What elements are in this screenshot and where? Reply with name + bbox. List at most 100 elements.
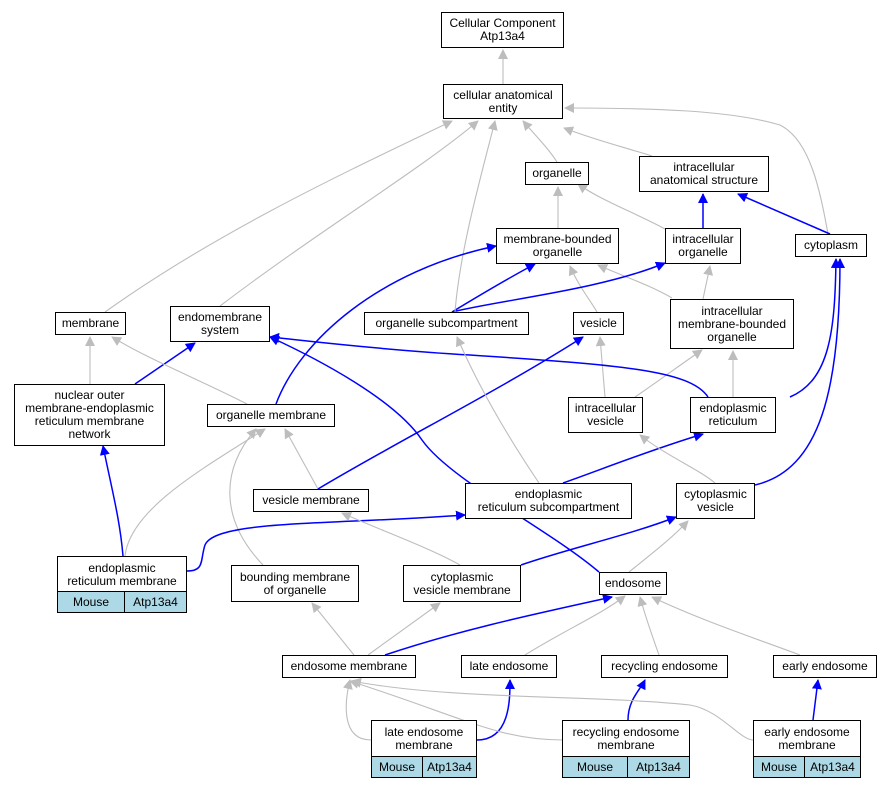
is-a-edge [634, 349, 703, 398]
node-label: organelle membrane [215, 408, 327, 422]
is-a-edge [342, 679, 372, 741]
node-cellular-component-root[interactable]: Cellular Component Atp13a4 [441, 12, 564, 48]
part-of-edge [186, 510, 466, 572]
part-of-edge [451, 261, 666, 313]
node-organelle[interactable]: organelle [525, 162, 589, 185]
node-label: cytoplasmic vesicle [684, 487, 747, 514]
part-of-edge [754, 258, 845, 486]
node-label: recycling endosome [611, 659, 718, 673]
part-of-edge [134, 342, 196, 385]
annotation-row: Mouse Atp13a4 [754, 756, 860, 777]
species-cell[interactable]: Mouse [58, 592, 125, 612]
node-label: intracellular organelle [672, 232, 734, 259]
part-of-edge [275, 242, 497, 405]
is-a-edge [563, 126, 653, 157]
is-a-edge [651, 596, 801, 656]
node-title: late endosome membrane [372, 721, 476, 757]
node-cytoplasm[interactable]: cytoplasm [795, 234, 867, 257]
part-of-edge [269, 336, 600, 573]
annotated-node-recycling-endosome-membrane[interactable]: recycling endosome membrane Mouse Atp13a… [562, 720, 690, 778]
node-cytoplasmic-vesicle[interactable]: cytoplasmic vesicle [676, 483, 755, 519]
is-a-edge [637, 596, 660, 656]
node-endoplasmic-reticulum-subcompartment[interactable]: endoplasmic reticulum subcompartment [465, 483, 632, 519]
node-label: endosome [604, 576, 662, 590]
annotation-row: Mouse Atp13a4 [563, 756, 689, 777]
part-of-edge [520, 515, 677, 566]
species-cell[interactable]: Mouse [754, 757, 805, 777]
node-nuclear-outer-membrane-er-network[interactable]: nuclear outer membrane-endoplasmic retic… [14, 384, 165, 446]
node-endosome[interactable]: endosome [599, 572, 667, 595]
gene-cell[interactable]: Atp13a4 [427, 759, 472, 774]
annotated-node-endoplasmic-reticulum-membrane[interactable]: endoplasmic reticulum membrane Mouse Atp… [57, 556, 187, 613]
is-a-edge [111, 336, 248, 405]
is-a-edge [522, 120, 558, 163]
part-of-edge [476, 679, 515, 741]
node-title: early endosome membrane [754, 721, 860, 757]
part-of-edge [269, 332, 709, 398]
node-label: organelle [532, 166, 582, 180]
node-label: membrane-bounded organelle [503, 232, 612, 259]
species-cell[interactable]: Mouse [563, 757, 628, 777]
node-label: cytoplasm [803, 238, 859, 252]
node-intracellular-organelle[interactable]: intracellular organelle [665, 228, 741, 264]
is-a-edge [564, 103, 829, 235]
node-membrane-bounded-organelle[interactable]: membrane-bounded organelle [496, 228, 619, 264]
is-a-edge [595, 336, 606, 398]
is-a-edge [284, 428, 319, 490]
node-vesicle[interactable]: vesicle [573, 312, 624, 335]
node-endosome-membrane[interactable]: endosome membrane [282, 655, 416, 678]
node-label: intracellular membrane-bounded organelle [677, 303, 787, 344]
node-label: early endosome membrane [764, 725, 850, 752]
node-label: Cellular Component Atp13a4 [449, 16, 556, 43]
node-bounding-membrane-of-organelle[interactable]: bounding membrane of organelle [231, 565, 359, 602]
node-late-endosome[interactable]: late endosome [461, 655, 557, 678]
is-a-edge [349, 679, 564, 741]
is-a-edge [124, 428, 266, 557]
gene-cell[interactable]: Atp13a4 [133, 594, 178, 609]
node-intracellular-vesicle[interactable]: intracellular vesicle [568, 397, 643, 433]
annotation-row: Mouse Atp13a4 [58, 591, 186, 612]
node-early-endosome[interactable]: early endosome [773, 655, 877, 678]
node-label: bounding membrane of organelle [239, 569, 351, 597]
is-a-edge [702, 265, 714, 300]
species-cell[interactable]: Mouse [372, 757, 423, 777]
node-vesicle-membrane[interactable]: vesicle membrane [253, 489, 369, 512]
node-label: membrane [61, 316, 120, 330]
part-of-edge [811, 679, 822, 721]
part-of-edge [737, 193, 831, 235]
node-organelle-membrane[interactable]: organelle membrane [207, 404, 335, 427]
annotated-node-early-endosome-membrane[interactable]: early endosome membrane Mouse Atp13a4 [753, 720, 861, 778]
annotated-node-late-endosome-membrane[interactable]: late endosome membrane Mouse Atp13a4 [371, 720, 477, 778]
gene-cell[interactable]: Atp13a4 [636, 759, 681, 774]
node-label: endoplasmic reticulum [699, 401, 767, 428]
node-intracellular-anatomical-structure[interactable]: intracellular anatomical structure [639, 156, 769, 192]
part-of-edge [317, 336, 584, 490]
node-endoplasmic-reticulum[interactable]: endoplasmic reticulum [690, 397, 776, 433]
node-label: late endosome membrane [384, 725, 464, 752]
node-cytoplasmic-vesicle-membrane[interactable]: cytoplasmic vesicle membrane [403, 565, 521, 602]
node-label: intracellular anatomical structure [649, 160, 759, 187]
node-label: endosome membrane [290, 659, 408, 673]
part-of-edge [627, 679, 646, 721]
is-a-edge [455, 336, 540, 484]
is-a-edge [454, 120, 498, 313]
node-label: nuclear outer membrane-endoplasmic retic… [25, 388, 154, 441]
node-label: late endosome [469, 659, 549, 673]
node-title: recycling endosome membrane [563, 721, 689, 757]
part-of-edge [562, 431, 704, 484]
gene-cell[interactable]: Atp13a4 [810, 759, 855, 774]
node-endomembrane-system[interactable]: endomembrane system [170, 306, 270, 342]
part-of-edge [99, 445, 124, 557]
node-label: cellular anatomical entity [453, 87, 553, 115]
node-recycling-endosome[interactable]: recycling endosome [601, 655, 728, 678]
node-organelle-subcompartment[interactable]: organelle subcompartment [364, 312, 529, 335]
node-intracellular-membrane-bounded-organelle[interactable]: intracellular membrane-bounded organelle [670, 299, 794, 349]
is-a-edge [229, 428, 264, 566]
node-membrane[interactable]: membrane [55, 312, 126, 335]
is-a-edge [524, 595, 626, 656]
node-cellular-anatomical-entity[interactable]: cellular anatomical entity [443, 84, 563, 119]
node-label: vesicle membrane [262, 493, 360, 507]
node-label: endomembrane system [177, 310, 263, 337]
